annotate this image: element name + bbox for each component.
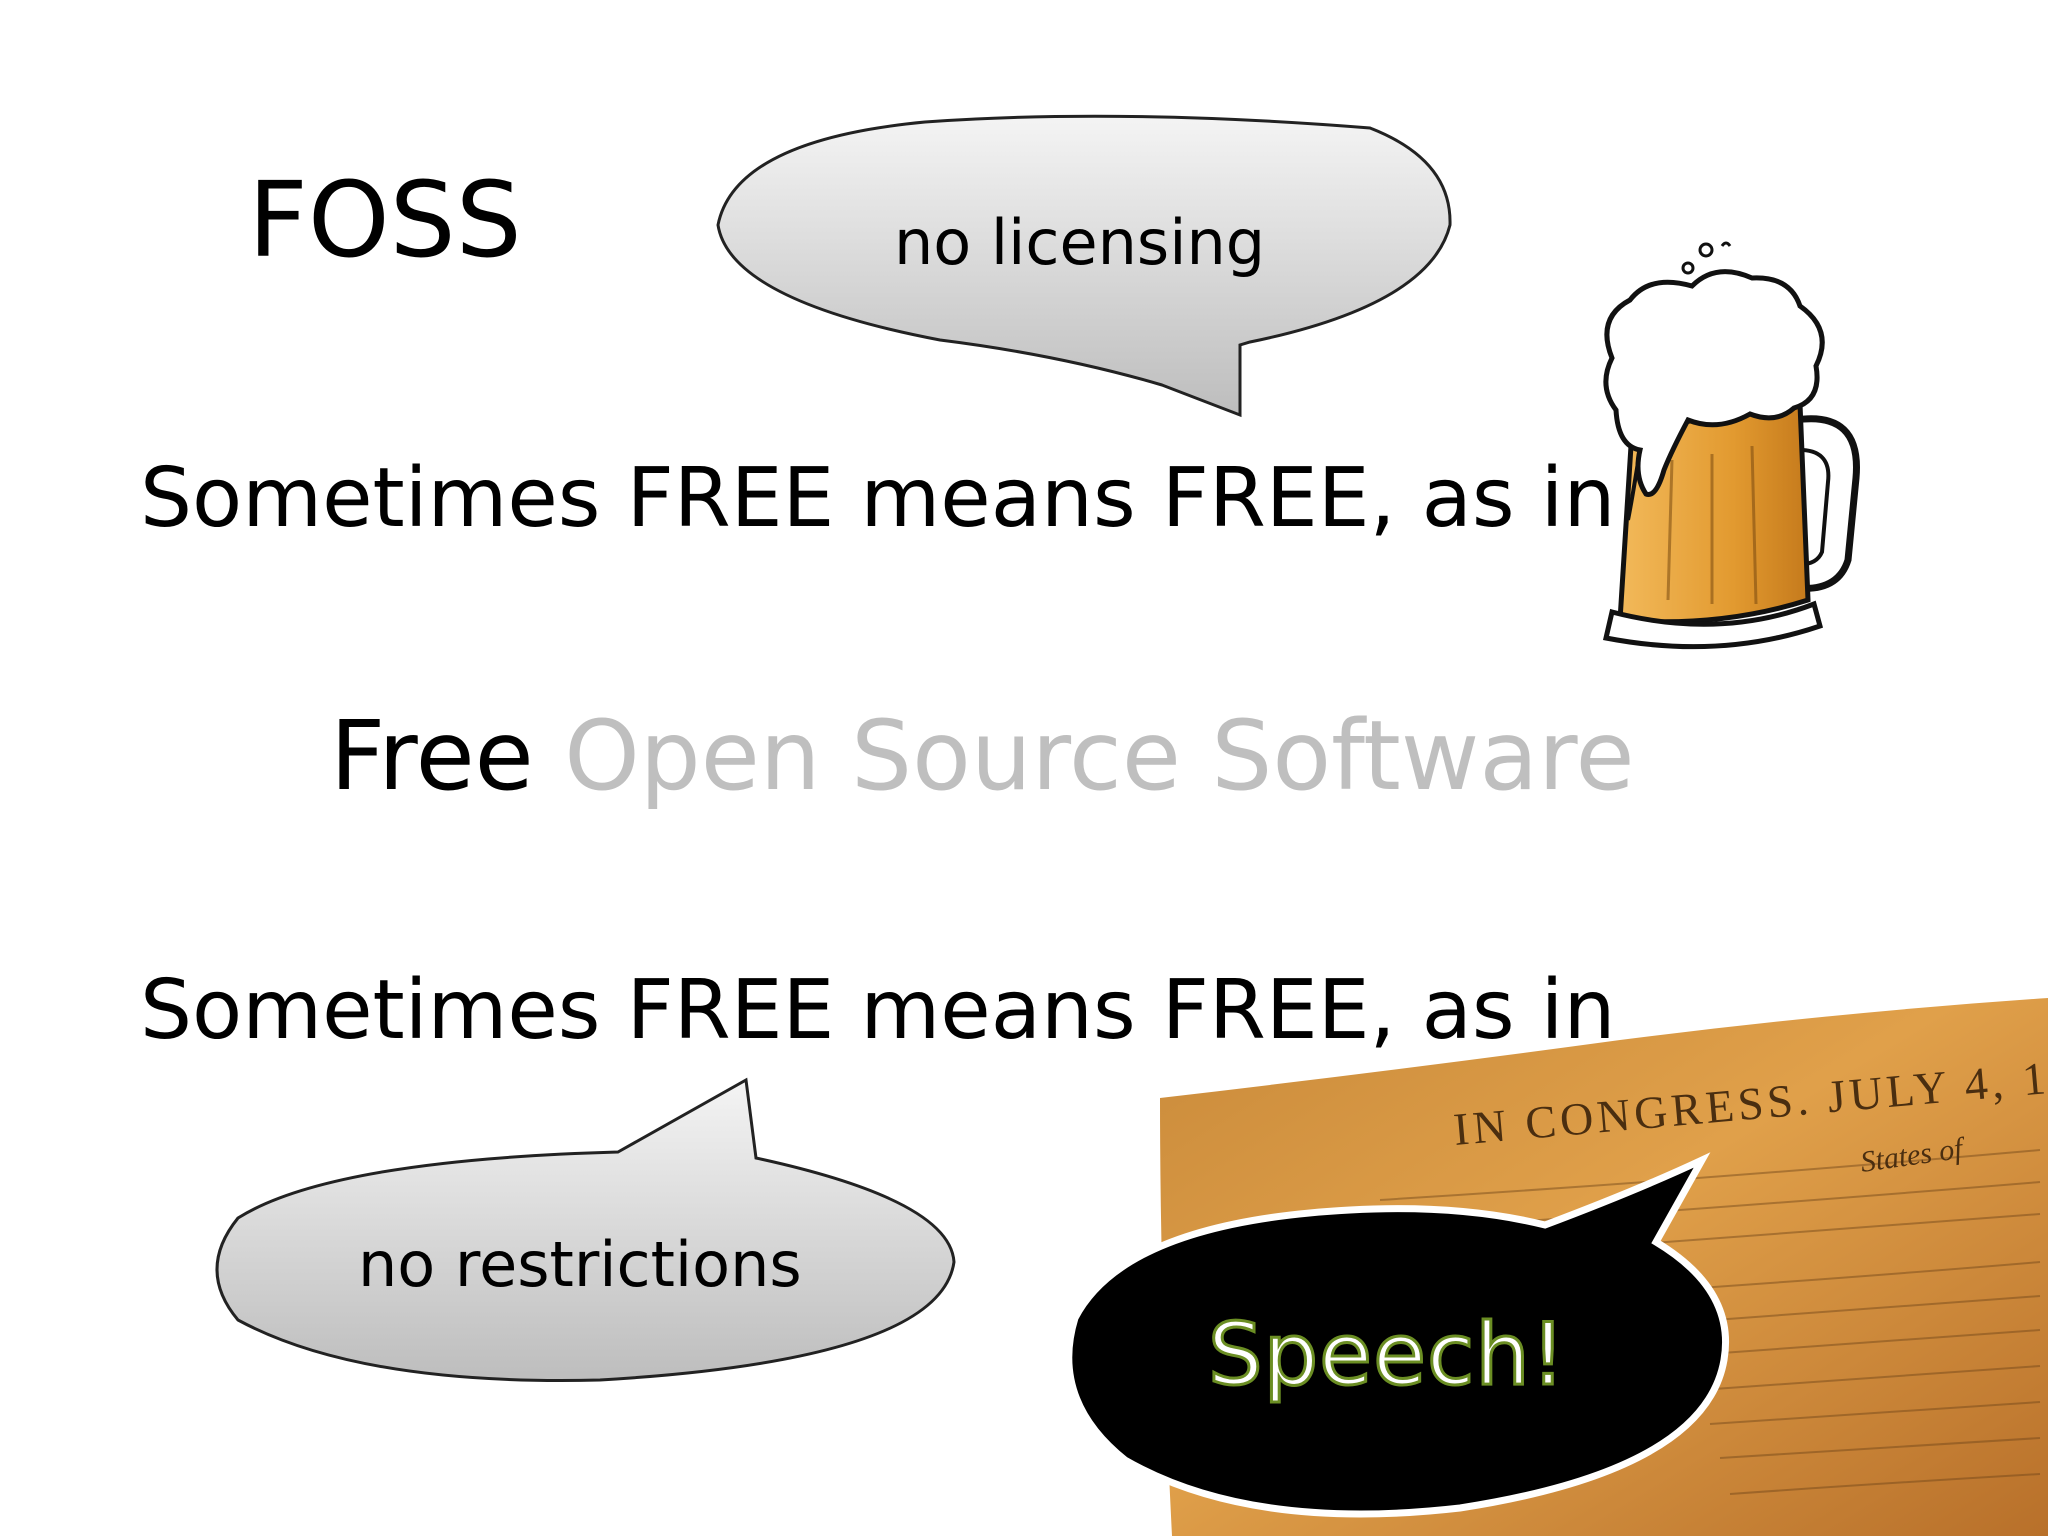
beer-line: Sometimes FREE means FREE, as in (140, 451, 1616, 546)
bubble-top-label: no licensing (894, 206, 1266, 279)
expansion-free-word: Free (330, 700, 534, 812)
foss-expansion: Free Open Source Software (330, 708, 1635, 804)
slide-title: FOSS (248, 159, 522, 281)
beer-mug-icon (1602, 241, 1860, 650)
speech-bubble (1065, 1152, 1730, 1518)
speech-line: Sometimes FREE means FREE, as in (140, 963, 1616, 1058)
bubble-bottom (215, 1077, 956, 1382)
bubble-bottom-label: no restrictions (358, 1228, 802, 1301)
speech-bubble-label: Speech! (1206, 1305, 1567, 1405)
bubble-top (716, 114, 1452, 418)
expansion-rest: Open Source Software (564, 700, 1635, 812)
